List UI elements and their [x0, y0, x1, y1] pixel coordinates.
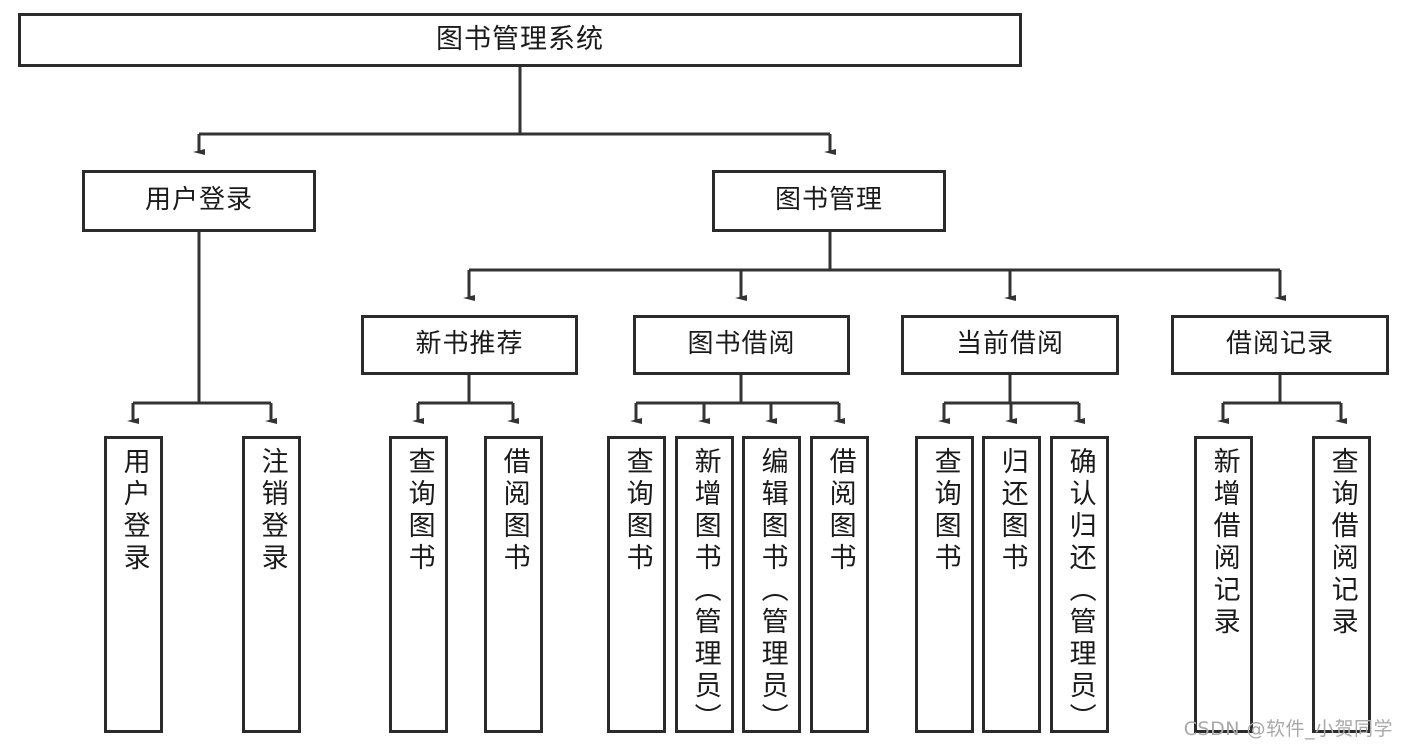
node-leaf-query-record[interactable]: 查询借阅记录	[1312, 436, 1371, 733]
node-book-borrow-label: 图书借阅	[687, 329, 796, 360]
node-leaf-query-book-2[interactable]: 查询图书	[607, 436, 666, 733]
node-leaf-borrow-book-2[interactable]: 借阅图书	[810, 436, 869, 733]
node-leaf-borrow-book-2-label: 借阅图书	[824, 447, 856, 575]
node-leaf-add-book[interactable]: 新增图书（管理员）	[675, 436, 734, 735]
node-leaf-return-book[interactable]: 归还图书	[982, 436, 1041, 733]
node-leaf-query-book-2-label: 查询图书	[621, 447, 653, 575]
node-leaf-query-book-3[interactable]: 查询图书	[915, 436, 974, 733]
node-leaf-borrow-book-1-label: 借阅图书	[498, 447, 530, 575]
node-leaf-edit-book[interactable]: 编辑图书（管理员）	[742, 436, 801, 735]
node-leaf-user-login-label: 用户登录	[118, 447, 150, 575]
node-user-login[interactable]: 用户登录	[82, 170, 316, 232]
node-borrow-record[interactable]: 借阅记录	[1171, 315, 1389, 375]
node-leaf-user-login[interactable]: 用户登录	[104, 436, 163, 733]
node-leaf-logout-login-label: 注销登录	[256, 447, 288, 575]
node-leaf-add-book-label: 新增图书（管理员）	[689, 447, 721, 735]
node-leaf-confirm-return[interactable]: 确认归还（管理员）	[1050, 436, 1109, 735]
node-new-book-recommend-label: 新书推荐	[415, 329, 524, 360]
node-new-book-recommend[interactable]: 新书推荐	[361, 315, 578, 375]
node-book-borrow[interactable]: 图书借阅	[633, 315, 850, 375]
node-leaf-borrow-book-1[interactable]: 借阅图书	[484, 436, 543, 733]
node-leaf-query-book-3-label: 查询图书	[929, 447, 961, 575]
node-leaf-add-record[interactable]: 新增借阅记录	[1194, 436, 1253, 733]
node-leaf-confirm-return-label: 确认归还（管理员）	[1064, 447, 1096, 735]
node-book-management-label: 图书管理	[774, 185, 883, 216]
node-book-management[interactable]: 图书管理	[712, 170, 946, 232]
node-leaf-query-record-label: 查询借阅记录	[1326, 447, 1358, 639]
node-borrow-record-label: 借阅记录	[1225, 329, 1334, 360]
node-leaf-return-book-label: 归还图书	[996, 447, 1028, 575]
node-leaf-query-book-1-label: 查询图书	[403, 447, 435, 575]
node-leaf-query-book-1[interactable]: 查询图书	[389, 436, 448, 733]
node-leaf-edit-book-label: 编辑图书（管理员）	[756, 447, 788, 735]
csdn-watermark: CSDN @软件_小贺同学	[1183, 718, 1393, 740]
node-leaf-logout-login[interactable]: 注销登录	[242, 436, 301, 733]
node-current-borrow[interactable]: 当前借阅	[901, 315, 1119, 375]
node-root-label: 图书管理系统	[436, 23, 604, 55]
node-root[interactable]: 图书管理系统	[18, 13, 1022, 67]
node-user-login-label: 用户登录	[144, 185, 253, 216]
node-current-borrow-label: 当前借阅	[955, 329, 1064, 360]
node-leaf-add-record-label: 新增借阅记录	[1208, 447, 1240, 639]
